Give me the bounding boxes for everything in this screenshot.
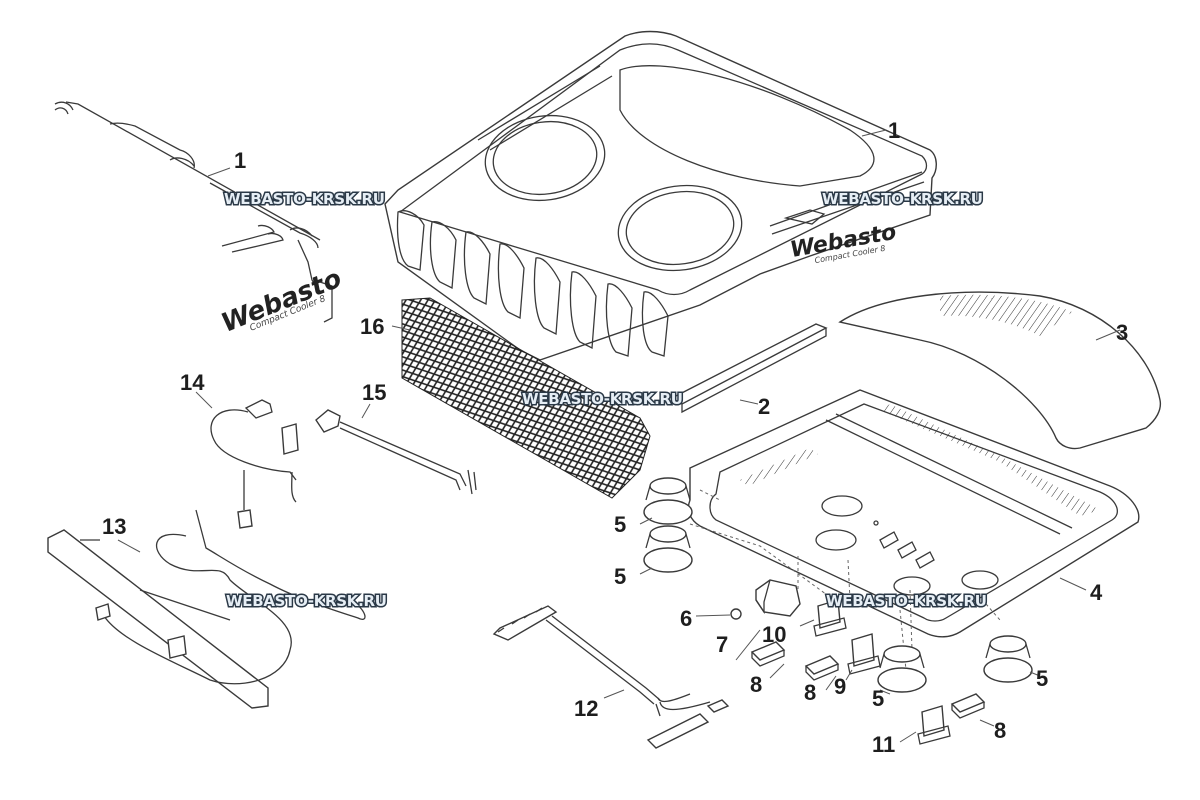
cable-15 [315,409,477,495]
callout-5-c: 5 [872,686,884,711]
grommet [643,525,693,573]
callout-8-a: 8 [750,672,762,697]
callout-10: 10 [762,622,786,647]
watermark: WEBASTO-KRSK.RU [821,189,985,210]
callout-8-b: 8 [804,680,816,705]
leader-lines [117,129,1121,743]
brand-logo-side: Webasto [217,264,346,339]
callout-8-c: 8 [994,718,1006,743]
cover-side-view: Webasto Compact Cooler 8 [54,101,346,339]
connector-8a [750,641,786,667]
watermark: WEBASTO-KRSK.RU [825,591,989,612]
relay-9 [847,633,881,675]
junction-box [755,579,801,617]
tray-vents [740,404,1100,516]
callout-13: 13 [102,514,126,539]
callout-5-a: 5 [614,512,626,537]
base-tray [687,389,1140,638]
watermark: WEBASTO-KRSK.RU [521,389,685,410]
watermark: WEBASTO-KRSK.RU [225,591,389,612]
callout-9: 9 [834,674,846,699]
sealing-strip [670,323,828,405]
control-board [47,509,366,709]
callout-2: 2 [758,394,770,419]
callout-16: 16 [360,314,384,339]
cable-14 [210,399,299,529]
filter-cover [838,291,1162,450]
relay-11 [917,705,951,745]
grommet [983,635,1033,683]
callout-14: 14 [180,370,205,395]
callout-1-top: 1 [888,118,900,143]
callout-12: 12 [574,696,598,721]
cover-top-view: Webasto Compact Cooler 8 [384,30,937,361]
grommet [877,645,927,693]
wiring-harness [492,605,730,749]
callout-6: 6 [680,606,692,631]
callout-4: 4 [1090,580,1103,605]
cover-louvers [396,210,669,357]
grommet [643,477,693,525]
callout-5-d: 5 [1036,666,1048,691]
plug-small [730,608,742,620]
callout-15: 15 [362,380,386,405]
callout-labels: 1 1 2 3 4 5 5 5 5 6 7 8 8 8 9 10 11 12 1… [102,118,1128,757]
watermark: WEBASTO-KRSK.RU [223,189,387,210]
grommets [643,477,1033,693]
callout-3: 3 [1116,320,1128,345]
callout-11: 11 [872,732,895,757]
relay-10 [813,599,847,637]
mesh-grille [401,297,651,499]
callout-5-b: 5 [614,564,626,589]
callout-1-side: 1 [234,148,246,173]
connector-8c [950,693,986,719]
connector-8b [804,655,840,681]
callout-7: 7 [716,632,728,657]
